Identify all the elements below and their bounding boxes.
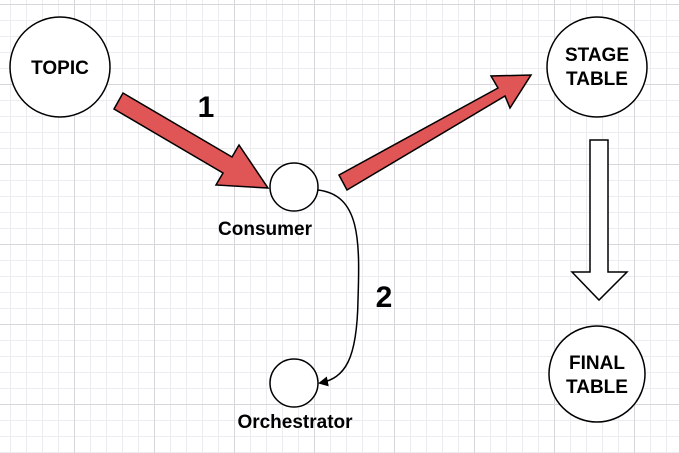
topic-label: TOPIC <box>31 58 89 79</box>
stage-table-label-line2: TABLE <box>566 69 628 90</box>
final-table-node[interactable]: FINAL TABLE <box>548 325 646 423</box>
consumer-label: Consumer <box>218 219 313 240</box>
final-table-label-line2: TABLE <box>566 377 628 398</box>
consumer-to-orchestrator-connector <box>317 189 360 387</box>
topic-node[interactable]: TOPIC <box>9 16 111 118</box>
step-1-label: 1 <box>198 91 215 124</box>
step-2-label: 2 <box>376 281 393 314</box>
topic-to-consumer-arrow <box>112 91 270 189</box>
stage-table-node[interactable]: STAGE TABLE <box>546 16 648 118</box>
stage-table-label-line1: STAGE <box>565 45 629 66</box>
orchestrator-label: Orchestrator <box>237 412 353 433</box>
final-table-label-line1: FINAL <box>569 353 625 374</box>
orchestrator-node[interactable]: Orchestrator <box>237 358 353 433</box>
consumer-to-stage-arrow <box>337 74 533 192</box>
stage-to-final-arrow <box>570 139 629 302</box>
consumer-node[interactable]: Consumer <box>218 162 319 240</box>
